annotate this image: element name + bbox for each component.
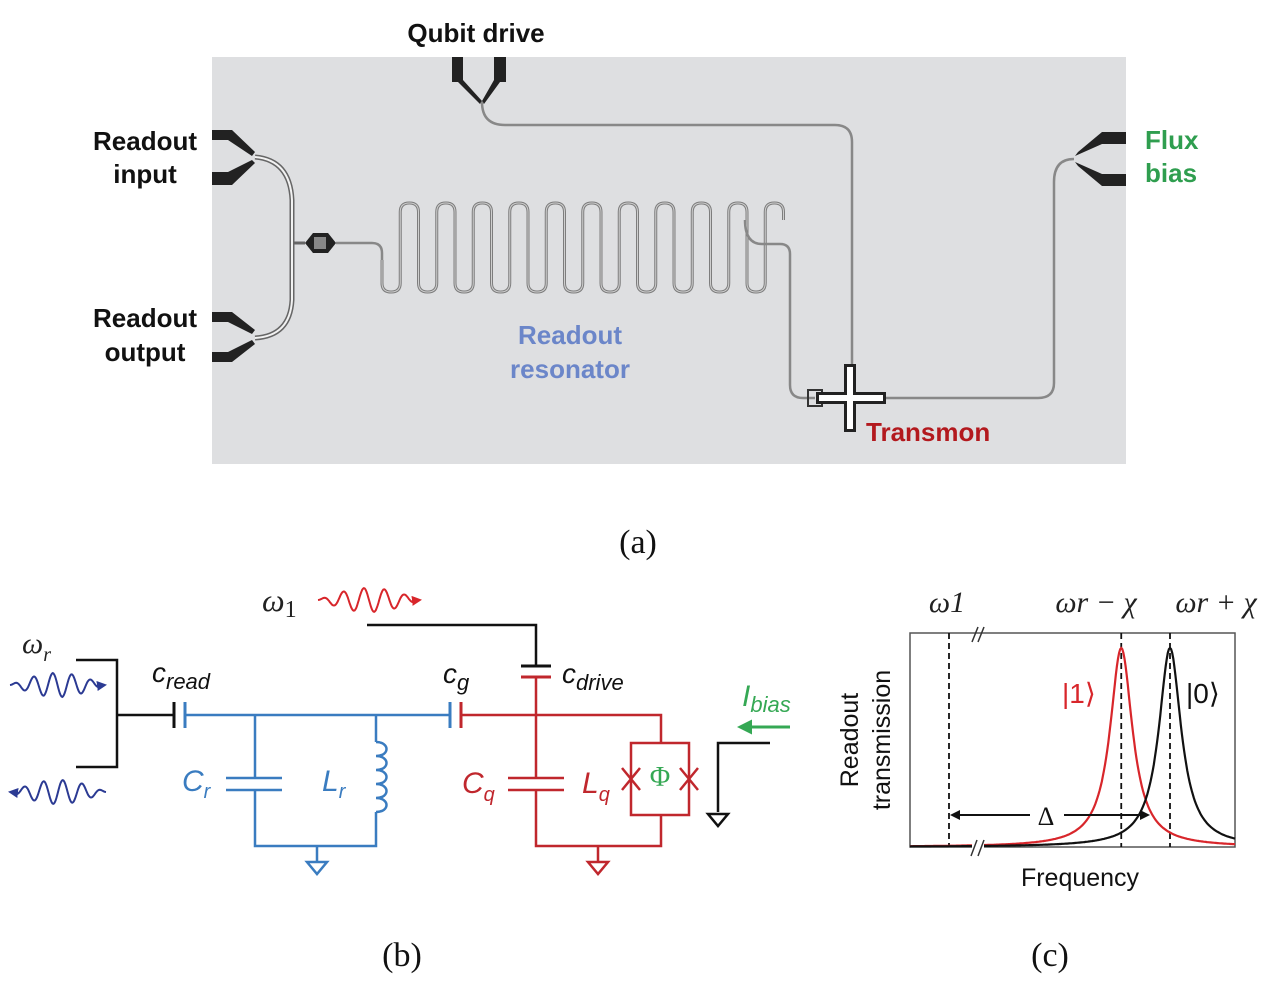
x-axis-label: Frequency <box>1021 864 1140 892</box>
transmon-qubit <box>807 364 886 432</box>
i-bias-label: Ibias <box>742 680 791 717</box>
panel-b-circuit: ωr ω1 cread cg cdrive Cr Lr Cq Lq Φ Ibia… <box>8 582 791 876</box>
top-label-omega-r-minus-chi: ωr − χ <box>1055 586 1137 619</box>
series-label-state-1: |1⟩ <box>1062 678 1096 709</box>
transmon-label: Transmon <box>866 417 990 447</box>
c-read-label: cread <box>152 657 211 694</box>
readout-input-wave <box>9 671 107 699</box>
chip-substrate <box>212 57 1126 464</box>
readout-output-wave <box>8 778 107 806</box>
flux-phi-label: Φ <box>650 762 670 793</box>
josephson-junction-right <box>679 767 699 791</box>
readout-resonator-label-2: resonator <box>510 354 630 384</box>
c-drive-label: cdrive <box>562 658 624 695</box>
inductor-lr <box>375 740 388 814</box>
top-label-omega-r-plus-chi: ωr + χ <box>1175 586 1257 619</box>
qubit-circuit <box>461 677 699 876</box>
panel-a-caption: (a) <box>619 524 657 561</box>
feedline-bracket <box>76 658 173 769</box>
omega-r-label: ωr <box>22 627 51 666</box>
l-q-label: Lq <box>582 767 610 806</box>
panel-c-caption: (c) <box>1031 937 1069 974</box>
axis-break-bottom <box>970 838 985 857</box>
panel-c-chart: Δ |1⟩ |0⟩ ω1 ωr − χ ωr + χ Frequency Rea… <box>836 586 1257 892</box>
readout-resonator-meander-inner <box>381 202 784 293</box>
delta-label: Δ <box>1038 802 1055 831</box>
flux-bias-label-1: Flux <box>1145 125 1199 155</box>
qubit-drive-wave <box>317 586 422 614</box>
series-state-0-curve <box>909 646 1236 848</box>
bias-line <box>716 741 770 812</box>
resonator-circuit <box>185 713 450 876</box>
drive-line <box>367 623 538 665</box>
series-label-state-0: |0⟩ <box>1186 678 1220 709</box>
panel-a-chip-layout: Qubit drive Readout input Readout output… <box>93 18 1199 464</box>
c-q-label: Cq <box>462 767 495 806</box>
readout-input-label-1: Readout <box>93 126 197 156</box>
l-r-label: Lr <box>322 765 347 803</box>
flux-bias-label-2: bias <box>1145 158 1197 188</box>
resonator-to-transmon-line <box>743 219 815 400</box>
plot-frame <box>909 632 1236 848</box>
readout-feedline <box>212 130 384 362</box>
y-axis-label-2: transmission <box>868 670 896 810</box>
c-g-label: cg <box>443 658 470 695</box>
readout-input-label-2: input <box>113 159 177 189</box>
panel-b-caption: (b) <box>382 937 422 974</box>
c-r-label: Cr <box>182 765 212 803</box>
axis-break-top <box>971 626 985 643</box>
qubit-drive-label: Qubit drive <box>407 18 544 48</box>
flux-bias-line <box>886 132 1126 400</box>
qubit-drive-launcher <box>452 57 854 392</box>
readout-resonator-label-1: Readout <box>518 320 622 350</box>
readout-output-label-1: Readout <box>93 303 197 333</box>
y-axis-label-1: Readout <box>836 693 864 788</box>
top-label-omega1: ω1 <box>929 586 965 619</box>
bias-ground <box>705 812 731 828</box>
readout-output-label-2: output <box>105 337 186 367</box>
omega-1-label: ω1 <box>262 582 297 623</box>
josephson-junction-left <box>621 767 641 791</box>
